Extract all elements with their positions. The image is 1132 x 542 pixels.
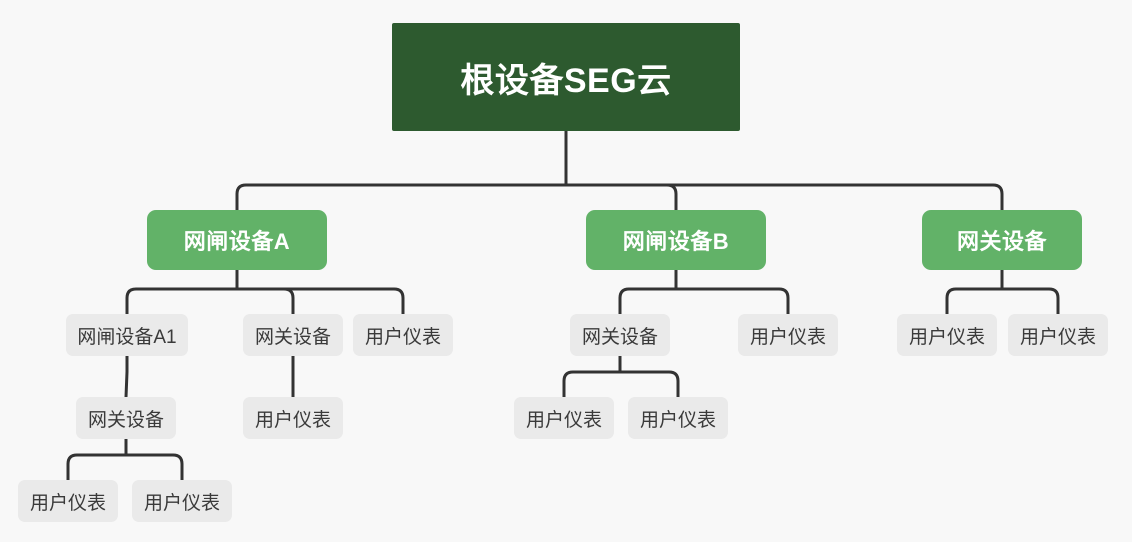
tree-node-a-1[interactable]: 网闸设备A1: [66, 314, 188, 356]
connector-b-c-c-2: [1002, 287, 1060, 314]
node-label: 网关设备: [254, 326, 331, 348]
node-label: 网关设备: [581, 326, 658, 348]
tree-node-a-2-1[interactable]: 用户仪表: [243, 397, 343, 439]
connector-root-b-c: [566, 183, 1004, 210]
node-label: 用户仪表: [254, 409, 331, 431]
tree-node-b-b[interactable]: 网闸设备B: [586, 210, 766, 270]
connector-b-1-b-1-1: [562, 370, 620, 397]
connector-b-a-a-1: [125, 287, 237, 314]
connector-b-b-b-2: [676, 287, 790, 314]
tree-node-a-1-1[interactable]: 网关设备: [76, 397, 176, 439]
node-label: 用户仪表: [908, 326, 985, 348]
connector-root-b-a: [235, 183, 566, 210]
connector-b-a-a-3: [237, 287, 405, 314]
tree-node-b-c[interactable]: 网关设备: [922, 210, 1082, 270]
node-label: 根设备SEG云: [460, 61, 672, 100]
tree-node-a-1-1-2[interactable]: 用户仪表: [132, 480, 232, 522]
node-label: 网关设备: [956, 229, 1047, 254]
node-label: 用户仪表: [364, 326, 441, 348]
tree-node-c-1[interactable]: 用户仪表: [897, 314, 997, 356]
tree-node-b-a[interactable]: 网闸设备A: [147, 210, 327, 270]
node-label: 网闸设备A1: [77, 326, 177, 348]
connector-root-b-b: [566, 183, 678, 210]
tree-node-b-1-2[interactable]: 用户仪表: [628, 397, 728, 439]
tree-node-a-2[interactable]: 网关设备: [243, 314, 343, 356]
tree-node-a-1-1-1[interactable]: 用户仪表: [18, 480, 118, 522]
node-label: 用户仪表: [29, 492, 106, 514]
node-label: 用户仪表: [639, 409, 716, 431]
connector-b-a-a-2: [237, 287, 295, 314]
connector-b-b-b-1: [618, 287, 676, 314]
connector-a-1-1-a-1-1-2: [126, 453, 184, 480]
tree-node-root[interactable]: 根设备SEG云: [392, 23, 740, 131]
node-label: 用户仪表: [525, 409, 602, 431]
tree-node-a-3[interactable]: 用户仪表: [353, 314, 453, 356]
node-label: 网关设备: [87, 409, 164, 431]
tree-node-b-1-1[interactable]: 用户仪表: [514, 397, 614, 439]
node-label: 用户仪表: [749, 326, 826, 348]
connector-a-1-a-1-1: [124, 371, 129, 398]
connector-a-1-1-a-1-1-1: [66, 453, 126, 480]
node-label: 网闸设备B: [622, 229, 730, 254]
tree-node-b-1[interactable]: 网关设备: [570, 314, 670, 356]
node-label: 网闸设备A: [183, 229, 291, 254]
connector-b-1-b-1-2: [620, 370, 680, 397]
node-label: 用户仪表: [143, 492, 220, 514]
tree-node-b-2[interactable]: 用户仪表: [738, 314, 838, 356]
node-label: 用户仪表: [1019, 326, 1096, 348]
connector-b-c-c-1: [945, 287, 1002, 314]
tree-node-c-2[interactable]: 用户仪表: [1008, 314, 1108, 356]
